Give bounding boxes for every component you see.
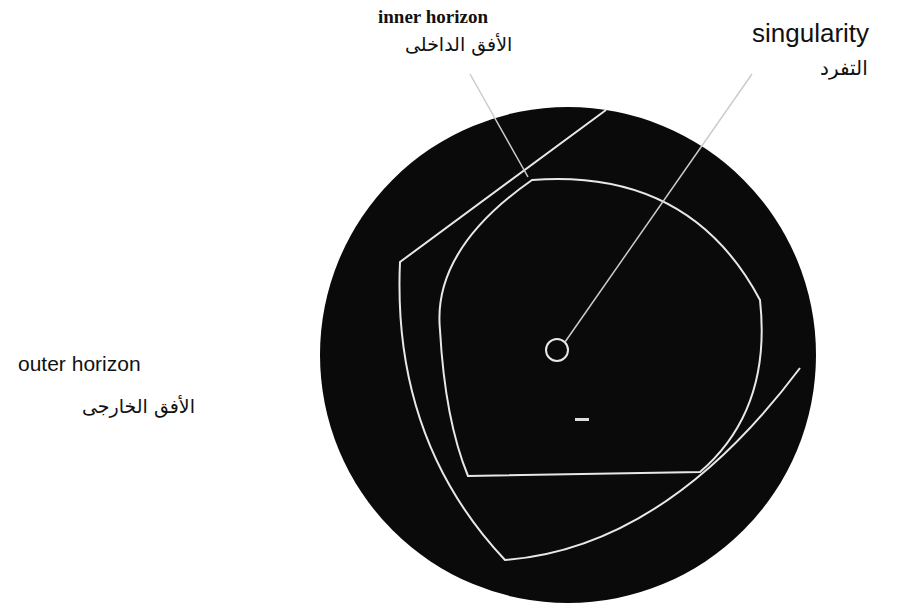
leader-line (565, 74, 752, 342)
inner-horizon-outline (439, 179, 761, 476)
label-text-arabic: التفرد (820, 56, 868, 80)
leader-line (470, 74, 528, 177)
label-text: inner horizon (378, 6, 488, 28)
label-text-arabic: الأفق الخارجى (82, 395, 195, 417)
label-text: outer horizon (18, 352, 141, 376)
singularity-circle (546, 339, 568, 361)
outer-horizon-outline (399, 110, 800, 560)
label-text: singularity (752, 18, 869, 49)
black-hole-disc (320, 107, 816, 603)
speck (575, 418, 589, 421)
label-text-arabic: الأفق الداخلى (405, 33, 512, 55)
